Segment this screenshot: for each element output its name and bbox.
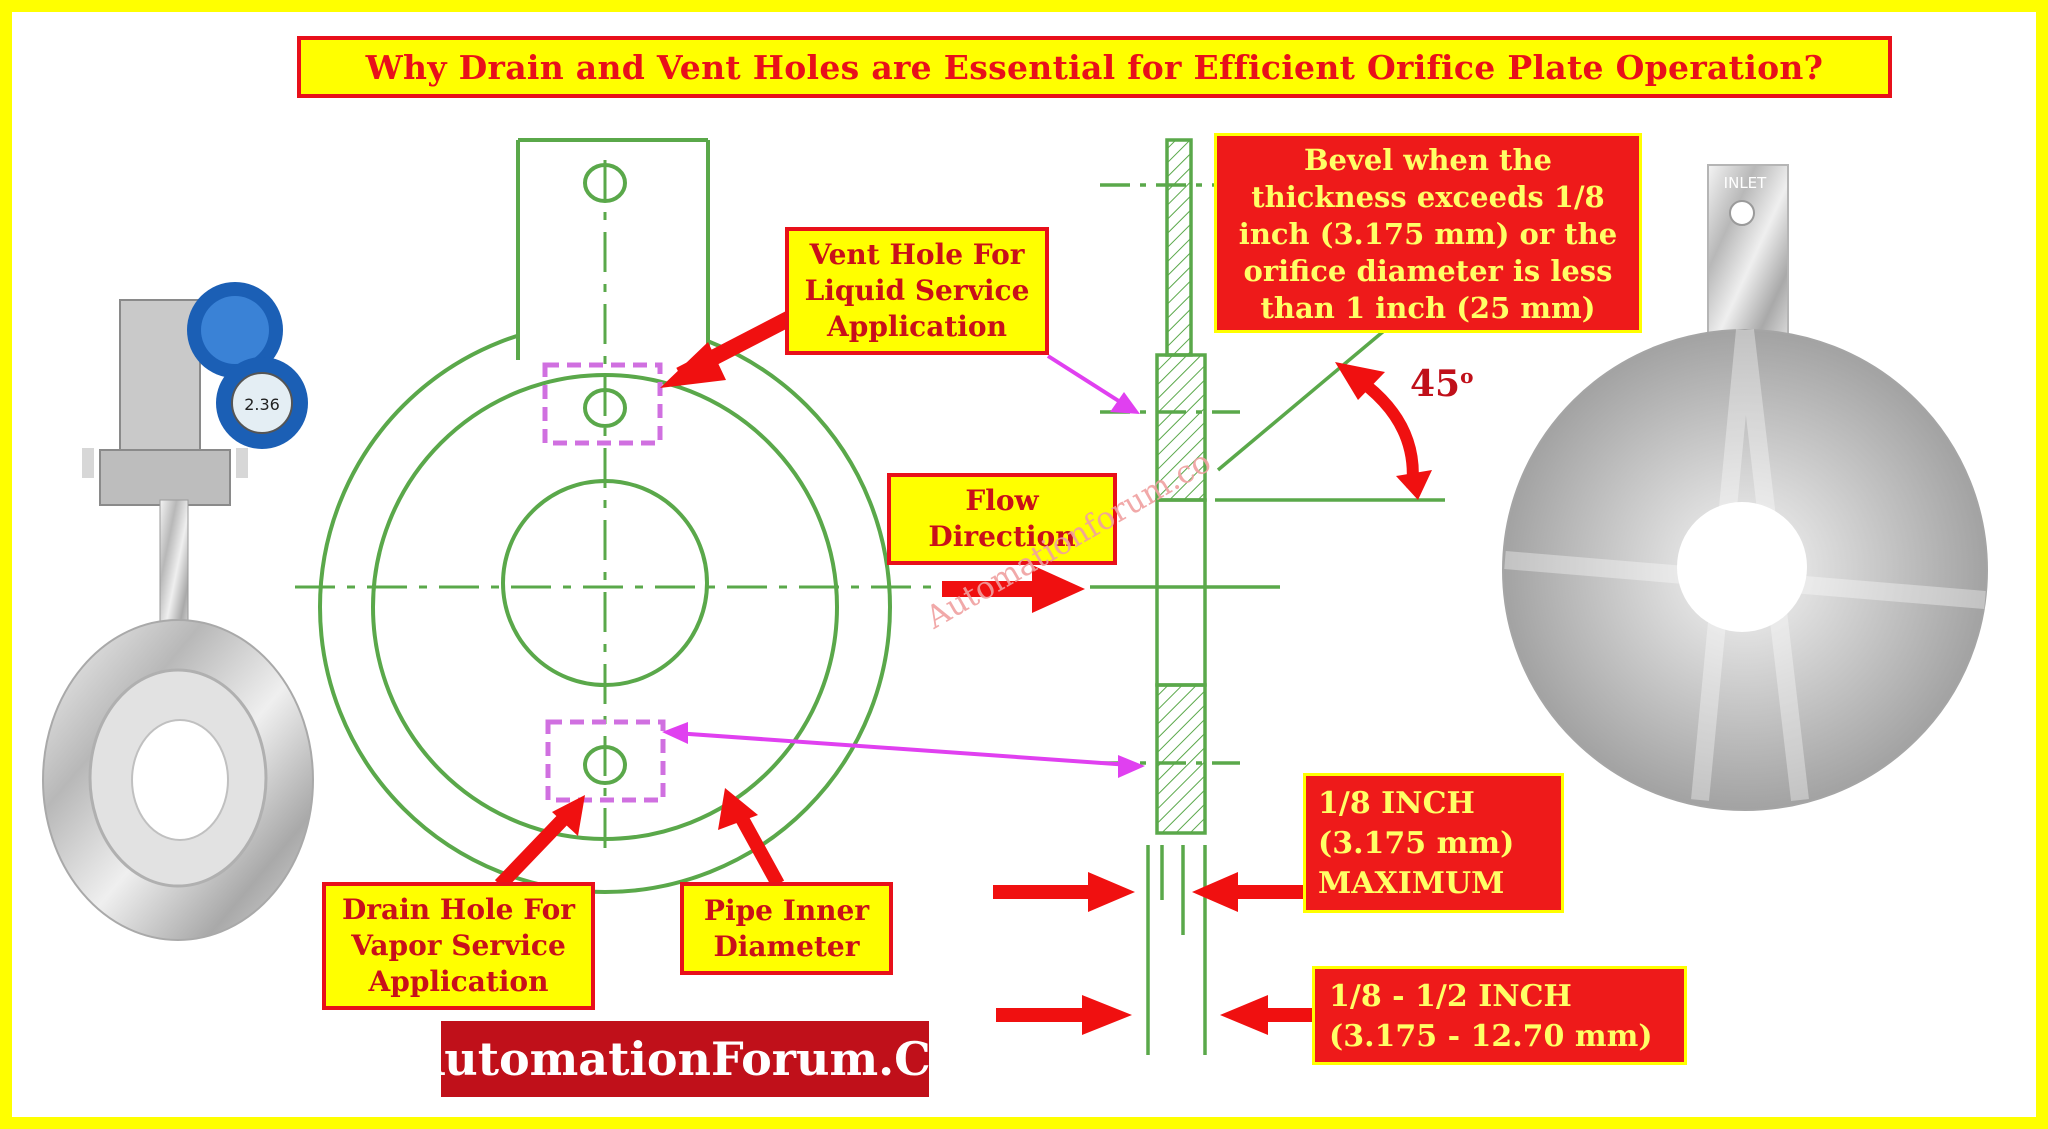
brand-logo: AutomationForum.Co (409, 1021, 961, 1097)
plate-stamp-text: INLET (1724, 174, 1767, 192)
orifice-plate-photo-icon (1502, 164, 1988, 811)
drain-hole-label: Drain Hole For Vapor Service Application (322, 882, 595, 1010)
front-view-drawing (295, 138, 960, 894)
side-view-drawing (1090, 138, 1445, 1055)
pipe-inner-diameter-label: Pipe Inner Diameter (680, 882, 893, 975)
transmitter-icon (42, 282, 314, 941)
flow-direction-label: Flow Direction (887, 473, 1117, 565)
angle-value: 45 (1410, 363, 1461, 405)
transmitter-display-text: 2.36 (244, 395, 280, 414)
magenta-arrows (662, 354, 1145, 778)
thickness-range-note: 1/8 - 1/2 INCH (3.175 - 12.70 mm) (1312, 966, 1687, 1065)
drain-hole-highlight (545, 719, 666, 803)
page-title: Why Drain and Vent Holes are Essential f… (297, 36, 1892, 98)
thickness-max-note: 1/8 INCH (3.175 mm) MAXIMUM (1303, 773, 1564, 913)
angle-label: 45o (1410, 363, 1473, 405)
angle-unit: o (1460, 364, 1474, 388)
bevel-note: Bevel when the thickness exceeds 1/8 inc… (1214, 133, 1642, 333)
vent-hole-highlight (542, 362, 663, 446)
arrows (494, 310, 1432, 1035)
vent-hole-label: Vent Hole For Liquid Service Application (785, 227, 1049, 355)
